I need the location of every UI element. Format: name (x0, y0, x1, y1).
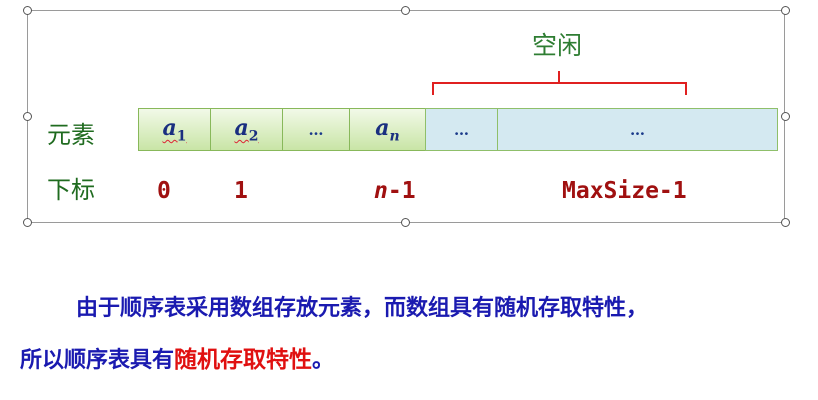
index-maxsize-minus-1: MaxSize-1 (562, 178, 687, 204)
array-cell-a1: a1 (138, 108, 211, 151)
explanation-line-2: 所以顺序表具有随机存取特性。 (20, 347, 335, 373)
resize-handle-top-middle[interactable] (401, 6, 410, 15)
array-cell-free-1: … (425, 108, 498, 151)
element-row-label: 元素 (47, 121, 95, 149)
resize-handle-top-right[interactable] (781, 6, 790, 15)
resize-handle-top-left[interactable] (23, 6, 32, 15)
resize-handle-bottom-middle[interactable] (401, 218, 410, 227)
array-cell-ellipsis: … (282, 108, 350, 151)
resize-handle-bottom-left[interactable] (23, 218, 32, 227)
index-n-minus-1: n-1 (374, 178, 416, 204)
resize-handle-middle-left[interactable] (23, 112, 32, 121)
array-cell-free-2: … (497, 108, 778, 151)
explanation-line-1: 由于顺序表采用数组存放元素，而数组具有随机存取特性， (76, 295, 649, 321)
array-cell-a2: a2 (210, 108, 283, 151)
resize-handle-middle-right[interactable] (781, 112, 790, 121)
free-space-label: 空闲 (532, 31, 583, 60)
index-1: 1 (234, 178, 248, 204)
highlight-random-access: 随机存取特性 (174, 347, 313, 373)
array-cell-an: an (349, 108, 426, 151)
resize-handle-bottom-right[interactable] (781, 218, 790, 227)
index-row-label: 下标 (47, 176, 95, 204)
free-space-brace (432, 71, 687, 95)
index-0: 0 (157, 178, 171, 204)
